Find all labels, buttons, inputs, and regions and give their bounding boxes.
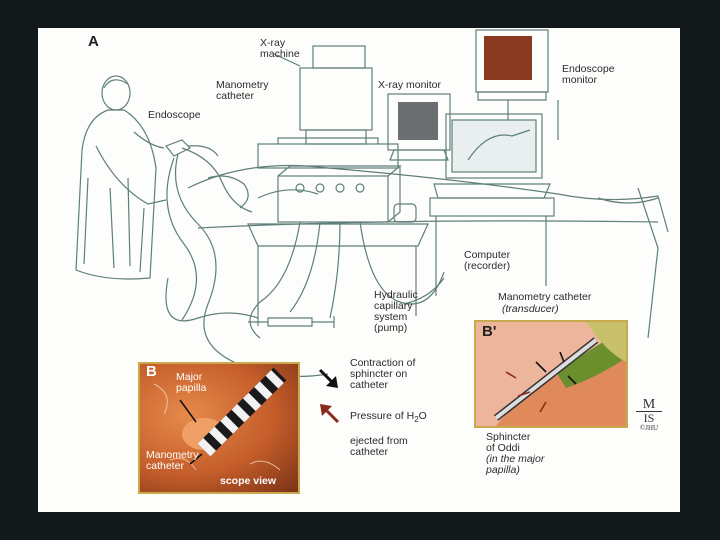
- syringe-pump: [248, 316, 335, 328]
- panel-b-prime: B': [474, 320, 628, 428]
- panel-b-prime-letter: B': [482, 323, 497, 340]
- endoscope-label: Endoscope: [148, 109, 201, 121]
- panel-b-letter: B: [146, 363, 157, 380]
- scope-view-art: [153, 367, 287, 471]
- manometry-catheter-label: Manometry catheter: [216, 79, 269, 102]
- logo-jhu: ©JHU: [639, 424, 659, 432]
- bprime-transducer-label: (transducer): [502, 303, 559, 315]
- xray-machine-label: X-ray machine: [260, 37, 300, 60]
- legend-pressure: Pressure of H2O ejected from catheter: [350, 400, 427, 458]
- legend-pressure-rest: ejected from catheter: [350, 435, 408, 459]
- mis-logo: M IS ©JHU: [636, 398, 662, 433]
- scope-view-caption: scope view: [220, 475, 277, 487]
- scope-catheter-label: Manometry catheter: [146, 449, 199, 472]
- illustration-frame: A X-ray machine Manometry catheter Endos…: [38, 28, 680, 512]
- legend-contraction: Contraction of sphincter on catheter: [350, 357, 416, 391]
- legend-pressure-suffix: O: [418, 410, 427, 422]
- bprime-catheter-label: Manometry catheter: [498, 291, 592, 303]
- black-arrow-icon: [318, 368, 338, 388]
- physician-figure: [75, 75, 167, 280]
- xray-monitor: [387, 93, 451, 161]
- panel-a-drawing: [75, 29, 669, 378]
- computer-recorder: [429, 113, 555, 296]
- panel-a-letter: A: [88, 33, 99, 50]
- logo-is: IS: [636, 411, 662, 424]
- pressure-unit: [247, 165, 445, 339]
- catheter-stripes: [197, 367, 287, 457]
- panel-b-scope-view: B Major papilla Manometry catheter scope…: [138, 362, 300, 494]
- sphincter-anatomy-art: [476, 322, 626, 426]
- legend-pressure-prefix: Pressure of H: [350, 410, 415, 422]
- logo-m: M: [642, 397, 656, 412]
- endoscope-monitor-label: Endoscope monitor: [562, 63, 615, 86]
- red-arrow-icon: [320, 404, 340, 424]
- in-papilla-label: (in the major papilla): [486, 453, 545, 476]
- patient-bed: [187, 164, 669, 339]
- computer-label: Computer (recorder): [464, 249, 511, 272]
- major-papilla-label: Major papilla: [176, 371, 207, 394]
- xray-monitor-label: X-ray monitor: [378, 79, 442, 91]
- hydraulic-label: Hydraulic capillary system (pump): [374, 289, 418, 334]
- legend-arrows: [318, 368, 340, 424]
- legend-pressure-subscript: 2: [414, 415, 419, 425]
- sphincter-label: Sphincter of Oddi: [486, 431, 531, 454]
- xray-machine: [257, 45, 399, 169]
